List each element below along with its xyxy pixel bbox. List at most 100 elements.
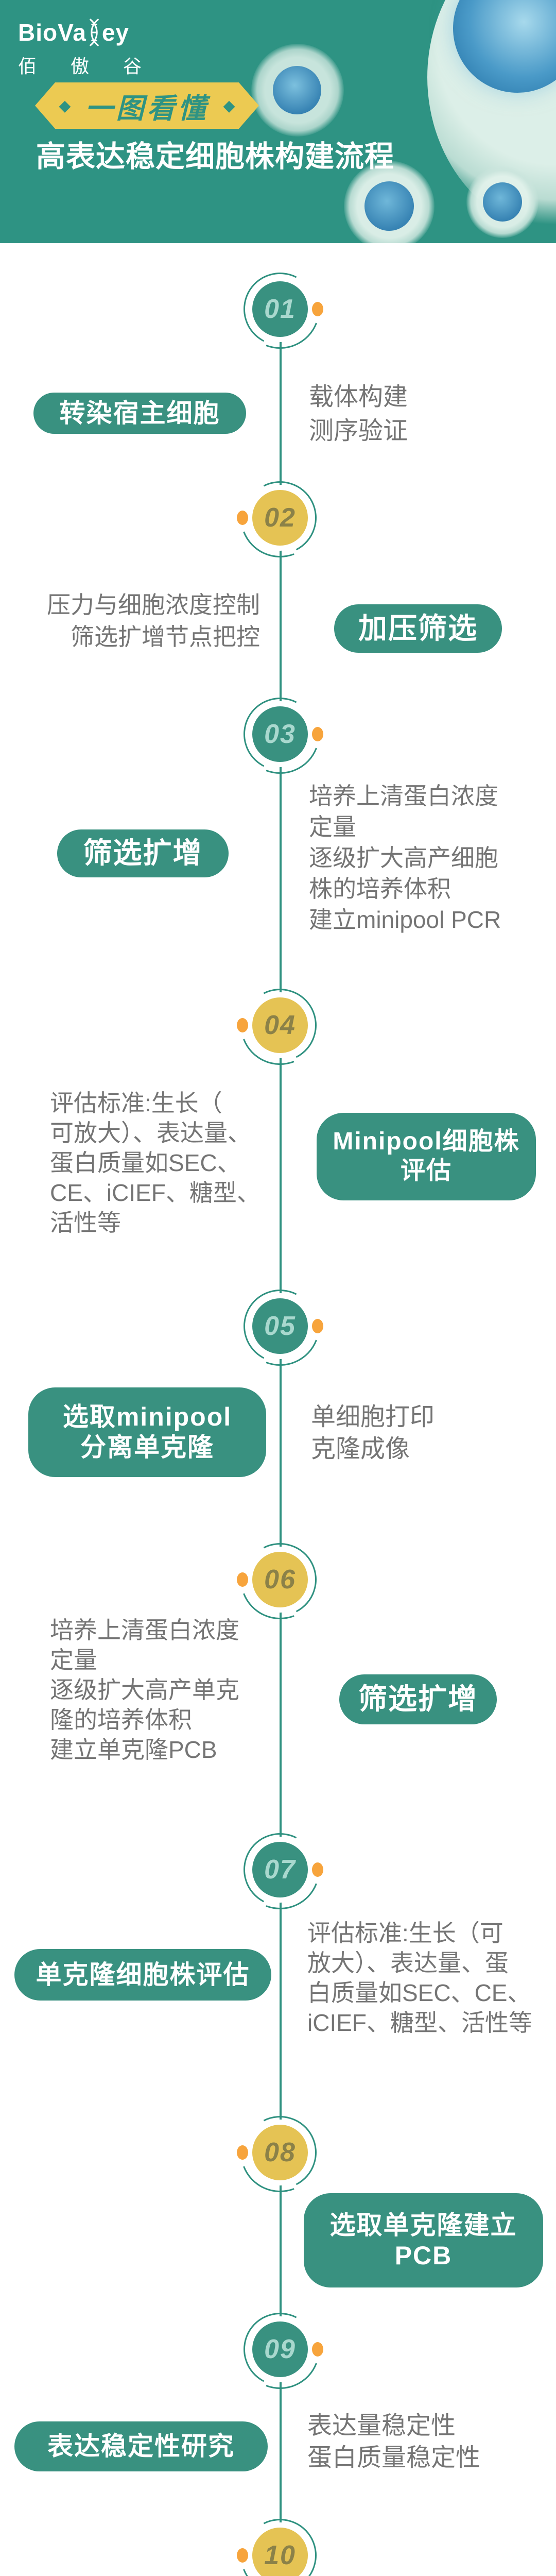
step-number: 01	[264, 294, 296, 324]
logo-text-left: BioVa	[18, 19, 86, 46]
step-05-desc: 单细胞打印 克隆成像	[311, 1401, 435, 1465]
page-title: 高表达稳定细胞株构建流程	[36, 140, 394, 173]
step-07-desc: 评估标准:生长（可 放大）、表达量、蛋 白质量如SEC、CE、 iCIEF、糖型…	[307, 1918, 532, 2038]
step-02-desc: 压力与细胞浓度控制 筛选扩增节点把控	[21, 589, 260, 653]
orange-dot-icon	[237, 2145, 248, 2160]
desc-line: 载体构建	[309, 383, 408, 411]
desc-line: 评估标准:生长（	[50, 1090, 222, 1116]
desc-line: 定量	[50, 1647, 97, 1673]
cell-nucleus-icon	[483, 182, 522, 222]
step-06-label: 筛选扩增	[339, 1674, 497, 1724]
biovalley-logo: BioVa ey 佰 傲 谷	[18, 19, 156, 78]
step-04-desc: 评估标准:生长（ 可放大）、表达量、 蛋白质量如SEC、 CE、iCIEF、糖型…	[50, 1088, 260, 1238]
step-06-desc: 培养上清蛋白浓度 定量 逐级扩大高产单克 隆的培养体积 建立单克隆PCB	[50, 1615, 239, 1765]
desc-line: 蛋白质量如SEC、	[50, 1149, 241, 1176]
orange-dot-icon	[312, 302, 323, 316]
desc-line: 逐级扩大高产单克	[50, 1676, 239, 1703]
step-07-circle: 07	[252, 1842, 308, 1897]
orange-dot-icon	[237, 1018, 248, 1032]
desc-line: 白质量如SEC、CE、	[307, 1979, 531, 2006]
step-02-circle: 02	[252, 490, 308, 546]
header-banner: BioVa ey 佰 傲 谷 ◆ 一图看懂 ◆ 高表达稳定细胞株构建流程	[0, 0, 556, 243]
step-03-node: 03	[228, 682, 333, 787]
step-07-label: 单克隆细胞株评估	[14, 1949, 271, 2001]
orange-dot-icon	[237, 2548, 248, 2563]
orange-dot-icon	[312, 1862, 323, 1877]
step-08-label: 选取单克隆建立 PCB	[304, 2193, 543, 2287]
step-number: 05	[264, 1311, 296, 1341]
label-line: 分离单克隆	[80, 1433, 214, 1462]
step-number: 06	[264, 1565, 296, 1595]
desc-line: 建立单克隆PCB	[50, 1736, 217, 1763]
headline-badge: ◆ 一图看懂 ◆	[35, 82, 259, 129]
desc-line: iCIEF、糖型、活性等	[307, 2009, 532, 2036]
step-01-desc: 载体构建 测序验证	[309, 380, 408, 448]
step-number: 07	[264, 1855, 296, 1885]
step-08-circle: 08	[252, 2125, 308, 2180]
desc-line: 放大）、表达量、蛋	[307, 1950, 509, 1976]
desc-line: 测序验证	[309, 417, 408, 445]
desc-line: 单细胞打印	[311, 1403, 435, 1431]
desc-line: CE、iCIEF、糖型、	[50, 1179, 260, 1206]
step-01-label: 转染宿主细胞	[33, 393, 246, 434]
step-05-circle: 05	[252, 1298, 308, 1354]
desc-line: 隆的培养体积	[50, 1706, 192, 1733]
desc-line: 蛋白质量稳定性	[307, 2444, 481, 2471]
step-06-circle: 06	[252, 1552, 308, 1607]
desc-line: 定量	[309, 814, 356, 840]
step-number: 02	[264, 503, 296, 533]
logo-text-right: ey	[101, 19, 129, 46]
step-06-node: 06	[228, 1527, 333, 1632]
label-line: 评估	[400, 1157, 452, 1184]
orange-dot-icon	[237, 511, 248, 525]
orange-dot-icon	[312, 727, 323, 741]
step-04-label: Minipool细胞株 评估	[317, 1113, 536, 1200]
desc-line: 逐级扩大高产细胞	[309, 844, 498, 871]
orange-dot-icon	[237, 1572, 248, 1587]
step-03-circle: 03	[252, 706, 308, 762]
step-05-label: 选取minipool 分离单克隆	[28, 1387, 266, 1477]
desc-line: 可放大）、表达量、	[50, 1120, 251, 1146]
step-09-node: 09	[228, 2297, 333, 2402]
desc-line: 评估标准:生长（可	[307, 1920, 503, 1946]
label-line: 选取minipool	[62, 1402, 232, 1431]
cell-nucleus-icon	[273, 66, 321, 114]
cell-nucleus-icon	[364, 181, 414, 231]
desc-line: 株的培养体积	[309, 875, 451, 902]
desc-line: 活性等	[50, 1209, 121, 1236]
step-10-circle: 10	[252, 2528, 308, 2576]
step-05-node: 05	[228, 1274, 333, 1379]
label-line: PCB	[394, 2241, 453, 2270]
badge-label: 一图看懂	[85, 93, 209, 124]
orange-dot-icon	[312, 2342, 323, 2357]
step-02-node: 02	[228, 465, 333, 570]
step-09-circle: 09	[252, 2321, 308, 2377]
step-03-label: 筛选扩增	[57, 829, 229, 877]
step-number: 03	[264, 719, 296, 749]
step-03-desc: 培养上清蛋白浓度 定量 逐级扩大高产细胞 株的培养体积 建立minipool P…	[309, 781, 501, 935]
step-09-label: 表达稳定性研究	[14, 2421, 268, 2471]
timeline-line	[280, 289, 282, 2576]
step-01-node: 01	[228, 257, 333, 362]
step-10-node: 10	[228, 2503, 333, 2576]
desc-line: 压力与细胞浓度控制	[47, 591, 260, 618]
label-line: Minipool细胞株	[333, 1128, 520, 1156]
step-09-desc: 表达量稳定性 蛋白质量稳定性	[307, 2410, 480, 2474]
diamond-icon: ◆	[223, 97, 235, 114]
dna-helix-icon	[90, 19, 99, 46]
logo-wordmark: BioVa ey	[18, 19, 156, 46]
step-07-node: 07	[228, 1817, 333, 1922]
step-number: 09	[264, 2334, 296, 2364]
step-number: 10	[264, 2540, 296, 2570]
orange-dot-icon	[312, 1319, 323, 1333]
step-number: 04	[264, 1010, 296, 1040]
step-01-circle: 01	[252, 281, 308, 337]
step-02-label: 加压筛选	[334, 604, 502, 653]
desc-line: 培养上清蛋白浓度	[309, 783, 498, 809]
label-line: 选取单克隆建立	[329, 2210, 517, 2240]
desc-line: 建立minipool PCR	[309, 906, 501, 933]
step-number: 08	[264, 2138, 296, 2167]
desc-line: 筛选扩增节点把控	[71, 623, 260, 650]
desc-line: 表达量稳定性	[307, 2412, 456, 2439]
